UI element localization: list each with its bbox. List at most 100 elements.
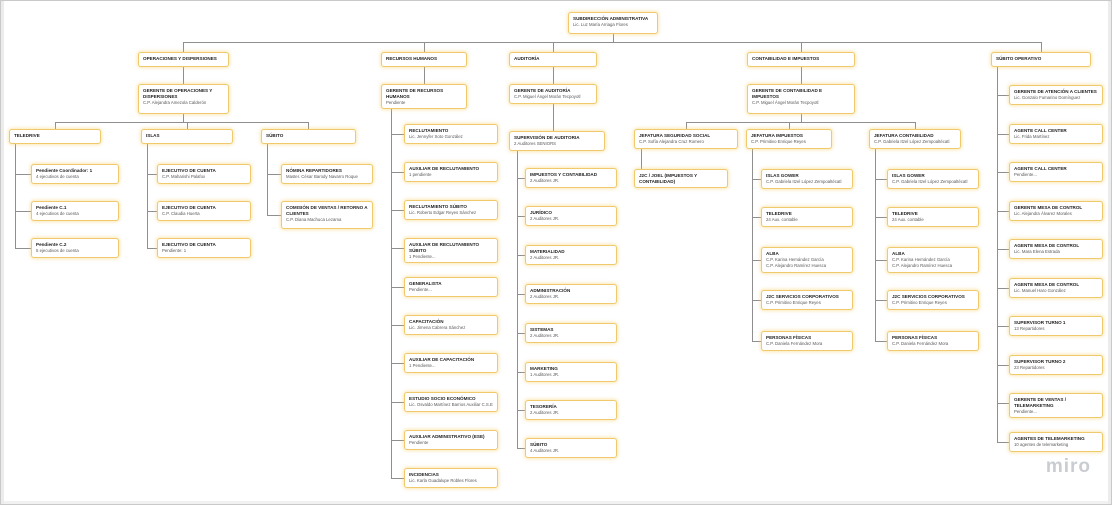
node-title: SUPERVISOR TURNO 1 [1014, 320, 1066, 325]
connector-line [613, 34, 614, 42]
connector-line [391, 210, 404, 211]
miro-watermark: miro [1045, 456, 1091, 477]
connector-line [147, 174, 157, 175]
node-title: AGENTE CALL CENTER [1014, 166, 1067, 171]
node-title: AGENTE CALL CENTER [1014, 128, 1067, 133]
node-title: Pendiente C.2 [36, 242, 67, 247]
connector-line [686, 122, 687, 129]
node-recursos-humanos-header[interactable]: RECURSOS HUMANOS [381, 52, 467, 67]
connector-line [752, 179, 761, 180]
node-title: GENERALISTA [409, 281, 442, 286]
node-contabilidad-impuestos-header[interactable]: CONTABILIDAD E IMPUESTOS [747, 52, 855, 67]
node-subito-ops-header[interactable]: SÚBITO [261, 129, 356, 144]
node-subtitle: C.P. Gabriela Itzel López Zempoaltécatl [766, 178, 842, 184]
node-title: ALBA [892, 251, 905, 256]
node-title: RECLUTAMIENTO [409, 128, 449, 133]
node-auditoria-header[interactable]: AUDITORÍA [509, 52, 597, 67]
node-subtitle: C.P. Gabriela Itzel López Zempoaltécatl [874, 138, 950, 144]
node-operaciones-dispersiones-header[interactable]: OPERACIONES Y DISPERSIONES [138, 52, 229, 67]
node-subtitle: 2 Auditores JR. [530, 215, 560, 221]
connector-line [517, 448, 525, 449]
connector-line [553, 42, 554, 52]
node-subtitle: Lic. Karla Guadalupe Robles Flores [409, 477, 477, 483]
node-auxiliar-administrativo-ese[interactable]: AUXILIAR ADMINISTRATIVO (ESE)Pendiente [404, 430, 498, 450]
node-subtitle: 4 Auditores JR. [530, 447, 560, 453]
node-title: SUPERVISOR TURNO 2 [1014, 359, 1066, 364]
node-teledrive-header[interactable]: TELEDRIVE [9, 129, 101, 144]
node-subtitle: C.P. Alejandro Ramírez Huesca [766, 262, 827, 268]
connector-line [147, 211, 157, 212]
node-title: NÓMINA REPARTIDORES [286, 168, 342, 173]
connector-line [391, 402, 404, 403]
connector-line [997, 95, 1009, 96]
node-islas-header[interactable]: ISLAS [141, 129, 233, 144]
node-title: AUDITORÍA [514, 56, 540, 61]
connector-line [915, 122, 916, 129]
node-subtitle: C.P. Maharishi Palafox [162, 173, 206, 179]
node-title: J2C / JOEL (IMPUESTOS Y CONTABILIDAD) [639, 173, 698, 184]
connector-line [183, 42, 1041, 43]
node-subtitle: 2 Auditores JR. [530, 177, 560, 183]
node-title: TELEDRIVE [14, 133, 40, 138]
node-j2c-joel[interactable]: J2C / JOEL (IMPUESTOS Y CONTABILIDAD) [634, 169, 728, 188]
node-title: SÚBITO OPERATIVO [996, 56, 1042, 61]
node-subito-operativo-header[interactable]: SÚBITO OPERATIVO [991, 52, 1091, 67]
connector-line [391, 172, 404, 173]
node-subtitle: 1 pendiente [409, 171, 432, 177]
